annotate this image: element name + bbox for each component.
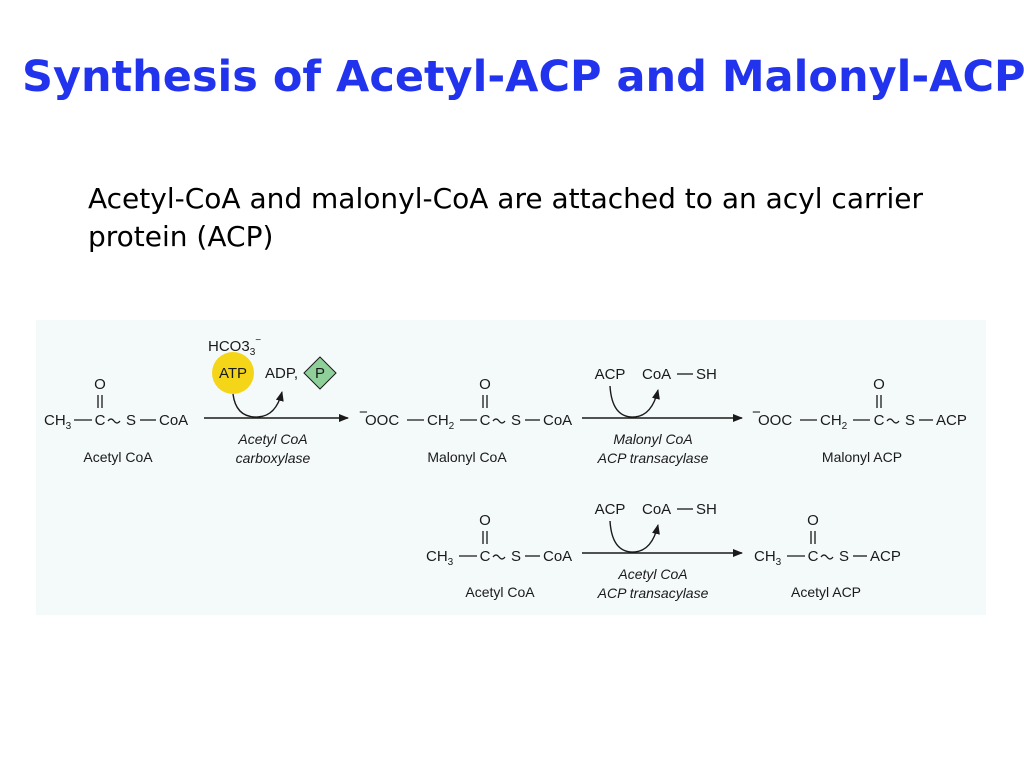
malonyl-acp-structure: − OOC CH2 O C S ACP (752, 376, 967, 432)
svg-text:OOC: OOC (758, 412, 792, 429)
reaction1-curve (232, 391, 284, 418)
svg-text:C: C (874, 412, 885, 429)
svg-text:S: S (511, 548, 521, 565)
atp-badge (212, 352, 254, 394)
acetyl-coa-structure-2: O CH3 C S CoA (426, 512, 572, 568)
page-subtitle: Acetyl-CoA and malonyl-CoA are attached … (88, 182, 924, 253)
svg-text:S: S (905, 412, 915, 429)
carbonyl-c: C (95, 412, 106, 429)
svg-text:CoA: CoA (543, 548, 572, 565)
enzyme3-line1: Acetyl CoA (617, 566, 687, 582)
bicarbonate: HCO33− (208, 335, 261, 358)
svg-text:O: O (807, 512, 819, 529)
reaction3-curve (609, 520, 660, 553)
svg-text:ACP: ACP (870, 548, 901, 565)
carbonyl-o: O (94, 376, 106, 393)
sulfur: S (126, 412, 136, 429)
svg-text:−: − (359, 404, 368, 421)
acetyl-acp-structure: O CH3 C S ACP (754, 512, 901, 568)
acetyl-coa-label-2: Acetyl CoA (465, 584, 535, 600)
enzyme2-line2: ACP transacylase (597, 450, 709, 466)
svg-text:O: O (479, 376, 491, 393)
page-title: Synthesis of Acetyl-ACP and Malonyl-ACP (22, 52, 1024, 102)
enzyme1-line2: carboxylase (236, 450, 311, 466)
svg-text:CoA: CoA (543, 412, 572, 429)
svg-text:O: O (479, 512, 491, 529)
svg-text:−: − (752, 404, 761, 421)
acp-input-text-2: ACP (595, 501, 626, 518)
acetyl-coa-label: Acetyl CoA (83, 449, 153, 465)
reaction-svg: O CH3 C S CoA Acetyl CoA HCO33− ATP ADP,… (44, 335, 967, 601)
sh-output-text-2: SH (696, 501, 717, 518)
acetyl-acp-label: Acetyl ACP (791, 584, 861, 600)
svg-text:C: C (480, 548, 491, 565)
malonyl-coa-label: Malonyl CoA (427, 449, 507, 465)
malonyl-coa-structure: − OOC CH2 O C S CoA (359, 376, 572, 432)
svg-text:O: O (873, 376, 885, 393)
svg-text:C: C (808, 548, 819, 565)
atp-text: ATP (219, 365, 247, 382)
reaction2-curve (609, 385, 660, 418)
svg-text:CH2: CH2 (820, 412, 848, 432)
coa-output-text-2: CoA (642, 501, 671, 518)
svg-text:S: S (511, 412, 521, 429)
carboxylate: OOC (365, 412, 399, 429)
sh-output-text: SH (696, 366, 717, 383)
adp-text: ADP, (265, 365, 298, 382)
coa-group: CoA (159, 412, 188, 429)
svg-text:CH3: CH3 (754, 548, 782, 568)
reaction-diagram: O CH3 C S CoA Acetyl CoA HCO33− ATP ADP,… (36, 320, 986, 615)
coa-output-text: CoA (642, 366, 671, 383)
acetyl-coa-structure: O CH3 C S CoA (44, 376, 188, 432)
svg-text:S: S (839, 548, 849, 565)
malonyl-acp-label: Malonyl ACP (822, 449, 902, 465)
svg-text:C: C (480, 412, 491, 429)
ch2-group: CH2 (427, 412, 455, 432)
ch3-group: CH3 (44, 412, 72, 432)
phosphate-badge (303, 356, 337, 390)
acp-input-text: ACP (595, 366, 626, 383)
svg-text:ACP: ACP (936, 412, 967, 429)
enzyme3-line2: ACP transacylase (597, 585, 709, 601)
phosphate-text: P (315, 365, 325, 382)
svg-text:CH3: CH3 (426, 548, 454, 568)
enzyme2-line1: Malonyl CoA (613, 431, 692, 447)
enzyme1-line1: Acetyl CoA (237, 431, 307, 447)
